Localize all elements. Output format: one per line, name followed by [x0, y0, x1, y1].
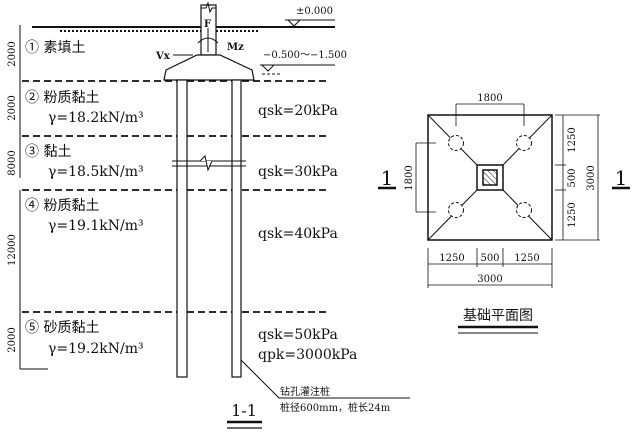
elevation-ground: ±0.000	[296, 6, 333, 17]
dim-top: 1800	[477, 93, 502, 104]
layer-name: ④ 粉质黏土	[25, 198, 99, 214]
section-labels: ±0.000 −0.500～−1.500 F Mz Vx 2000 2000 8…	[7, 6, 391, 420]
pile-right	[231, 79, 242, 378]
layer-name: ③ 黏土	[25, 144, 71, 160]
layer-name: ⑤ 砂质黏土	[25, 320, 99, 336]
dim-right: 1250	[567, 127, 578, 152]
section-mark-left: 1	[381, 166, 394, 190]
pile-break	[172, 154, 246, 172]
column-break	[201, 1, 216, 14]
depth-dim: 2000	[7, 95, 18, 120]
column-outline	[476, 164, 504, 191]
section-mark-right: 1	[615, 166, 628, 190]
dim-bottom-total: 3000	[477, 274, 502, 285]
dim-right-total: 3000	[586, 165, 597, 190]
layer-qsk: qsk=30kPa	[258, 164, 338, 180]
layer-qsk: qsk=40kPa	[258, 226, 338, 242]
pile-cap-outline	[427, 114, 553, 241]
layer-gamma: γ=19.1kN/m³	[48, 218, 144, 234]
plan-view	[378, 103, 630, 334]
dim-right: 500	[567, 168, 578, 187]
dimension-lines	[415, 103, 600, 288]
dim-right: 1250	[567, 202, 578, 227]
section-view	[19, 1, 410, 429]
layer-gamma: γ=19.2kN/m³	[48, 341, 144, 357]
pile-cap	[163, 54, 255, 81]
pile-circles	[448, 135, 532, 218]
load-M: Mz	[227, 42, 244, 53]
layer-qsk: qsk=20kPa	[258, 103, 338, 119]
layer-name: ② 粉质黏土	[25, 90, 99, 106]
layer-gamma: γ=18.5kN/m³	[48, 164, 144, 180]
layer-gamma: γ=18.2kN/m³	[48, 110, 144, 126]
plan-title: 基础平面图	[463, 307, 533, 324]
dim-left: 1800	[404, 165, 415, 190]
pile-label: 钻孔灌注桩	[280, 385, 330, 398]
load-F: F	[204, 19, 211, 30]
depth-dim: 12000	[7, 234, 18, 266]
dim-bottom: 1250	[439, 253, 464, 264]
load-V: Vx	[155, 51, 171, 62]
layer-name: ① 素填土	[25, 40, 85, 56]
layer-boundaries	[22, 80, 330, 313]
moment-arrow	[197, 37, 219, 44]
section-title: 1-1	[231, 401, 257, 420]
plan-labels: 1800 1800 1250 500 1250 3000 1250 500 12…	[381, 93, 628, 324]
pile-left	[176, 79, 188, 378]
layer-qpk: qpk=3000kPa	[258, 347, 357, 363]
pile-spec: 桩径600mm，桩长24m	[280, 401, 391, 414]
water-level-marker	[260, 64, 276, 72]
dim-bottom: 1250	[514, 253, 539, 264]
depth-dim: 8000	[7, 150, 18, 175]
layer-qsk: qsk=50kPa	[258, 327, 338, 343]
pile-leader	[240, 359, 410, 399]
dim-bottom: 500	[480, 253, 499, 264]
ground-level-marker	[286, 19, 302, 27]
depth-dim: 2000	[7, 327, 18, 352]
column-section	[482, 169, 498, 186]
elevation-water: −0.500～−1.500	[263, 50, 347, 61]
depth-dim: 2000	[7, 41, 18, 66]
